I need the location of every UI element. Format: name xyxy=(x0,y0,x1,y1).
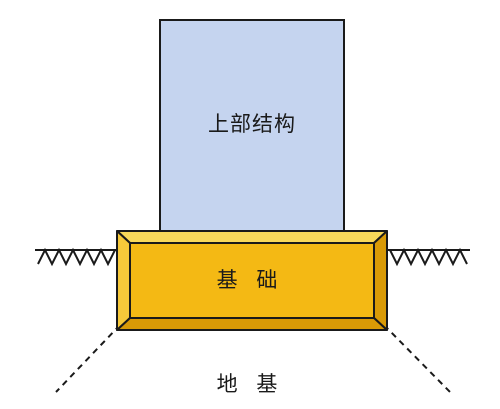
foundation-bevel-bottom xyxy=(116,317,388,331)
load-spread-line-left xyxy=(55,324,121,393)
foundation-bevel-top xyxy=(116,230,388,244)
subgrade-label: 地 基 xyxy=(216,372,284,396)
foundation-block xyxy=(116,230,388,331)
foundation-label: 基 础 xyxy=(216,268,284,292)
load-spread-line-right xyxy=(383,324,451,393)
foundation-front-face xyxy=(129,242,375,319)
ground-surface-right xyxy=(387,247,470,267)
superstructure-block xyxy=(159,19,345,232)
superstructure-label: 上部结构 xyxy=(208,112,296,136)
ground-surface-left xyxy=(35,247,117,267)
foundation-bevel-right xyxy=(373,230,388,331)
foundation-bevel-left xyxy=(116,230,131,331)
